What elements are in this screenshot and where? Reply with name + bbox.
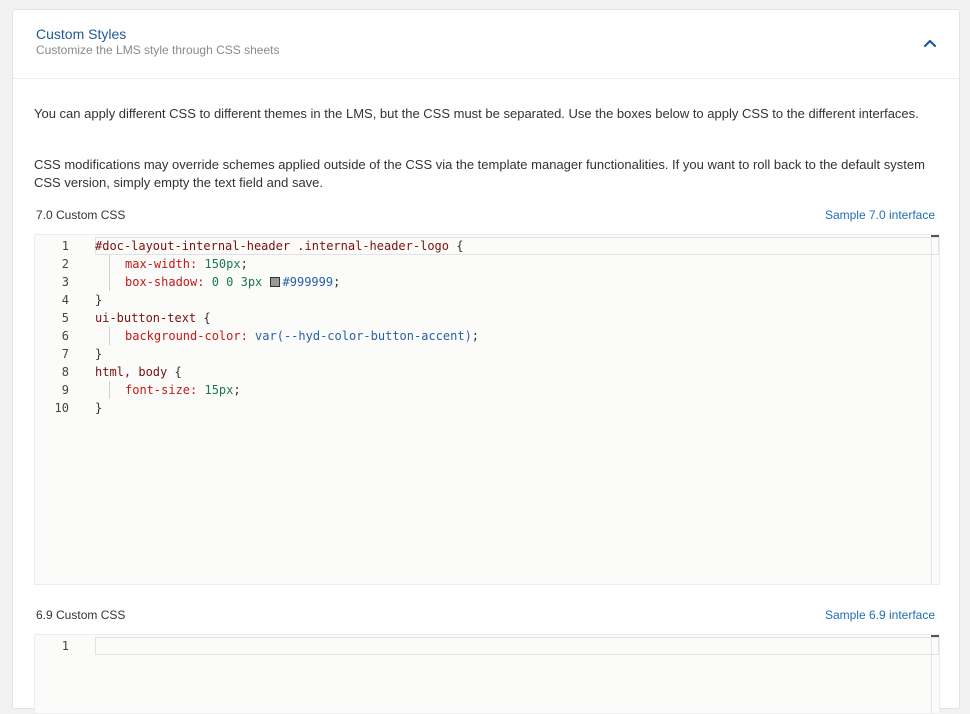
code-line: background-color: var(--hyd-color-button…: [125, 327, 479, 345]
css-semicolon: ;: [233, 383, 241, 397]
css-color-value: #999999: [282, 275, 334, 289]
code-line: box-shadow: 0 0 3px #999999;: [125, 273, 340, 291]
css-semicolon: ;: [240, 257, 248, 271]
css-brace: }: [95, 347, 103, 361]
code-line: }: [95, 345, 102, 363]
line-number: 3: [61, 275, 69, 289]
css-property: box-shadow:: [125, 275, 205, 289]
css-semicolon: ;: [333, 275, 341, 289]
css-property: font-size:: [125, 383, 198, 397]
editor-scrollbar[interactable]: [931, 635, 939, 713]
line-number: 1: [61, 239, 69, 253]
css-7-0-editor[interactable]: 1 2 3 4 5 6 7 8 9 10 #doc-layout-interna…: [34, 234, 940, 585]
panel-header[interactable]: Custom Styles Customize the LMS style th…: [13, 10, 959, 79]
code-line: }: [95, 291, 102, 309]
css-property: background-color:: [125, 329, 248, 343]
chevron-up-icon: [923, 38, 937, 48]
custom-styles-panel: Custom Styles Customize the LMS style th…: [12, 9, 960, 714]
css-semicolon: ;: [471, 329, 480, 343]
collapse-button[interactable]: [919, 32, 941, 54]
indent-guide: [109, 255, 110, 291]
css-value: 15px: [197, 383, 234, 397]
css-selector: html, body: [95, 365, 168, 379]
code-line: #doc-layout-internal-header .internal-he…: [95, 237, 463, 255]
css-6-9-editor[interactable]: 1: [34, 634, 940, 714]
panel-title: Custom Styles: [36, 26, 127, 42]
line-number: 7: [61, 347, 69, 361]
css-selector: ui-button-text: [95, 311, 197, 325]
line-number: 6: [61, 329, 69, 343]
code-line: }: [95, 399, 102, 417]
line-number: 9: [61, 383, 69, 397]
css-value: 150px: [197, 257, 241, 271]
indent-guide: [109, 327, 110, 345]
indent-guide: [109, 381, 110, 399]
color-swatch-icon[interactable]: [269, 277, 280, 287]
line-number: 1: [61, 639, 69, 653]
active-line-highlight: [95, 637, 939, 655]
css-brace: }: [95, 401, 103, 415]
css-brace: {: [196, 311, 211, 325]
css-6-9-label: 6.9 Custom CSS: [36, 608, 126, 622]
css-brace: {: [167, 365, 182, 379]
line-number-gutter: 1 2 3 4 5 6 7 8 9 10: [35, 235, 79, 584]
active-line-highlight: [95, 237, 939, 255]
css-brace: {: [449, 239, 464, 253]
sample-7-0-interface-link[interactable]: Sample 7.0 interface: [824, 208, 935, 222]
panel-subtitle: Customize the LMS style through CSS shee…: [36, 43, 280, 57]
css-selector: #doc-layout-internal-header .internal-he…: [95, 239, 450, 253]
line-number: 10: [54, 401, 69, 415]
scrollbar-thumb[interactable]: [931, 235, 939, 237]
code-line: ui-button-text {: [95, 309, 211, 327]
line-number: 8: [61, 365, 69, 379]
css-value: 0 0 3px: [204, 275, 270, 289]
css-property: max-width:: [125, 257, 198, 271]
sample-6-9-interface-link[interactable]: Sample 6.9 interface: [824, 608, 935, 622]
code-line: html, body {: [95, 363, 182, 381]
scrollbar-thumb[interactable]: [931, 635, 939, 637]
code-line: max-width: 150px;: [125, 255, 248, 273]
intro-paragraph-1: You can apply different CSS to different…: [34, 106, 919, 121]
line-number-gutter: 1: [35, 635, 79, 713]
editor-scrollbar[interactable]: [931, 235, 939, 584]
css-value: var(--hyd-color-button-accent): [247, 329, 472, 343]
code-line: font-size: 15px;: [125, 381, 241, 399]
line-number: 2: [61, 257, 69, 271]
css-7-0-label: 7.0 Custom CSS: [36, 208, 126, 222]
intro-paragraph-2: CSS modifications may override schemes a…: [34, 157, 925, 190]
line-number: 4: [61, 293, 69, 307]
css-brace: }: [95, 293, 103, 307]
line-number: 5: [61, 311, 69, 325]
